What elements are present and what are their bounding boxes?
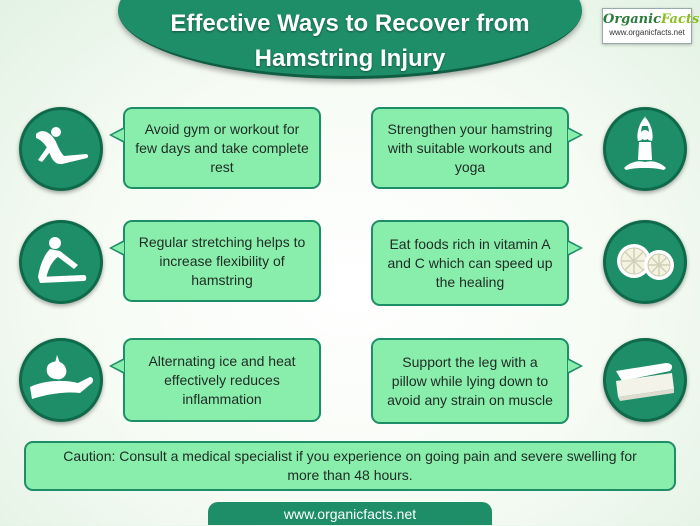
page-title: Effective Ways to Recover from Hamstring… (118, 6, 582, 76)
logo-name: OrganicFacts (603, 12, 700, 27)
seated-stretch-icon (19, 220, 103, 304)
yoga-pose-icon (603, 107, 687, 191)
tip-strengthen: Strengthen your hamstring with suitable … (371, 107, 583, 189)
organic-facts-logo: OrganicFacts www.organicfacts.net (602, 8, 700, 44)
tip-stretching: Regular stretching helps to increase fle… (109, 220, 321, 302)
title-line-1: Effective Ways to Recover from (170, 10, 530, 37)
title-line-2: Hamstring Injury (254, 45, 446, 72)
pillow-icon (603, 338, 687, 422)
tip-rest: Avoid gym or workout for few days and ta… (109, 107, 321, 189)
ice-pack-leg-icon (19, 338, 103, 422)
tip-vitamins: Eat foods rich in vitamin A and C which … (371, 220, 583, 306)
caution-text: Caution: Consult a medical specialist if… (63, 448, 637, 483)
stretching-person-icon (19, 107, 103, 191)
citrus-slices-icon (603, 220, 687, 304)
tip-pillow: Support the leg with a pillow while lyin… (371, 338, 583, 424)
footer-url: www.organicfacts.net (208, 502, 492, 525)
logo-url: www.organicfacts.net (609, 28, 685, 37)
caution-box: Caution: Consult a medical specialist if… (24, 441, 676, 491)
tip-ice-heat: Alternating ice and heat effectively red… (109, 338, 321, 422)
